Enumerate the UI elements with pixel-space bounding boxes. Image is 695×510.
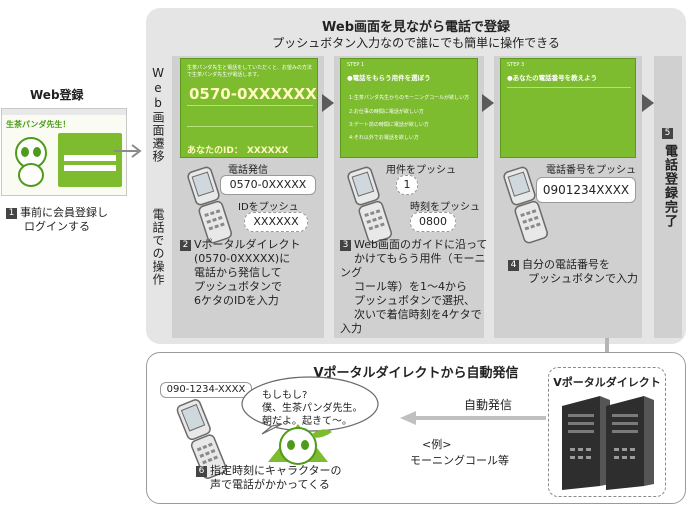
step4-number: 4 <box>508 260 519 271</box>
flip-phone-icon <box>176 399 227 479</box>
request-item[interactable]: 3:デート前の時間に電話が欲しい方 <box>349 122 429 128</box>
server-label: Vポータルダイレクト <box>553 376 661 389</box>
step4-line: プッシュボタンで入力 <box>528 272 638 285</box>
phone-number-screen: STEP 3 ●あなたの電話番号を教えよう <box>500 58 636 158</box>
site-header-bar <box>2 109 126 115</box>
step3-line: かけてもらう用件（モーニング <box>340 252 486 279</box>
website-thumbnail: 生茶パンダ先生！ <box>1 108 127 196</box>
step2-line: 6ケタのIDを入力 <box>194 294 279 307</box>
bottom-panel-title: Vポータルダイレクトから自動発信 <box>313 366 519 381</box>
phone-screen-step: STEP 3 <box>507 62 525 68</box>
phone-push-label: 電話番号をプッシュ <box>546 165 636 176</box>
phone-value-bubble: 0901234XXXX <box>536 177 636 203</box>
step1-line1: 事前に会員登録し <box>20 206 108 219</box>
server-icon <box>562 396 654 490</box>
step5-column <box>654 56 682 338</box>
step3-line: コール等）を1〜4から <box>354 280 467 293</box>
request-item[interactable]: 4:それ以外でお電話を欲しい方 <box>349 135 419 141</box>
request-item[interactable]: 2:お仕事の時間に電話が欲しい方 <box>349 109 424 115</box>
id-screen: 生茶パンダ先生と電話をしていただくと、お望みの方法で生茶パンダ先生が電話します。… <box>180 58 318 158</box>
step2-line: Vポータルダイレクト <box>194 238 301 251</box>
caller-number-bubble: 090-1234-XXXX <box>160 382 252 398</box>
example-label: <例> <box>422 438 452 451</box>
step5-number: 5 <box>662 128 673 139</box>
panda-character-icon <box>268 424 332 465</box>
time-value-bubble: 0800 <box>410 212 456 232</box>
step2-line: (0570-0XXXXX)に <box>194 252 291 265</box>
panda-mascot-icon <box>15 137 47 187</box>
speech-bubble-icon <box>241 376 379 435</box>
password-field[interactable] <box>64 165 116 171</box>
id-value-bubble: XXXXXX <box>244 212 308 232</box>
request-screen: STEP 1 ●電話をもらう用件を選ぼう 1:生茶パンダ先生からのモーニングコー… <box>340 58 478 158</box>
arrow-screen3-to-5 <box>642 94 654 112</box>
request-push-label: 用件をプッシュ <box>386 165 456 176</box>
speech-line: もしもし? <box>262 390 308 401</box>
step2-number: 2 <box>180 240 191 251</box>
step3-line: Web画面のガイドに沿って <box>354 238 488 251</box>
id-screen-id-label: あなたのID： <box>187 146 243 156</box>
request-screen-heading: ●電話をもらう用件を選ぼう <box>347 74 431 82</box>
phone-screen-heading: ●あなたの電話番号を教えよう <box>507 74 598 82</box>
call-label: 電話発信 <box>228 165 268 176</box>
login-form-box[interactable] <box>58 133 122 187</box>
step3-line: 次いで着信時刻を4ケタで入力 <box>340 308 482 335</box>
step1-number: 1 <box>6 208 17 219</box>
arrow-screen1-to-2 <box>322 94 334 112</box>
flip-phone-icon <box>187 166 232 244</box>
step6-number: 6 <box>196 466 207 477</box>
web-transition-label: Web画面遷移 <box>151 66 165 163</box>
step4-line: 自分の電話番号を <box>522 258 610 271</box>
step3-line: プッシュボタンで選択、 <box>354 294 475 307</box>
arrow-screen2-to-3 <box>482 94 494 112</box>
login-field[interactable] <box>64 155 116 161</box>
flip-phone-icon <box>503 166 548 244</box>
example-text: モーニングコール等 <box>410 454 509 467</box>
phone-registration-complete-label: 電話登録完了 <box>662 144 677 228</box>
step2-line: 電話から発信して <box>194 266 282 279</box>
speech-line: 朝だよ。起きて〜。 <box>262 416 352 427</box>
time-push-label: 時刻をプッシュ <box>410 202 480 213</box>
step2-line: プッシュボタンで <box>194 280 282 293</box>
id-screen-intro: 生茶パンダ先生と電話をしていただくと、お望みの方法で生茶パンダ先生が電話します。 <box>187 65 312 78</box>
step1-line2: ログインする <box>24 220 90 233</box>
phone-screen-body <box>507 87 631 151</box>
speech-line: 僕、生茶パンダ先生。 <box>262 403 363 414</box>
step6-line: 声で電話がかかってくる <box>210 478 330 491</box>
auto-call-label: 自動発信 <box>464 398 513 412</box>
id-screen-id-row: あなたのID：XXXXXX <box>187 143 313 156</box>
flip-phone-icon <box>347 166 392 244</box>
step6-line: 指定時刻にキャラクターの <box>210 464 342 477</box>
id-screen-number: 0570-0XXXXXX <box>189 85 317 103</box>
id-screen-body <box>187 105 313 127</box>
request-item[interactable]: 1:生茶パンダ先生からのモーニングコールが欲しい方 <box>349 95 470 101</box>
request-screen-step: STEP 1 <box>347 62 365 68</box>
site-title: 生茶パンダ先生！ <box>6 120 71 129</box>
request-value-bubble: 1 <box>396 175 418 195</box>
phone-operation-label: 電話での操作 <box>151 208 165 286</box>
top-panel-subtitle: プッシュボタン入力なので誰にでも簡単に操作できる <box>272 36 560 50</box>
call-number-bubble: 0570-0XXXXX <box>220 175 316 195</box>
top-panel-title: Web画面を見ながら電話で登録 <box>322 20 510 35</box>
web-registration-heading: Web登録 <box>30 88 84 102</box>
left-to-panel-arrow-icon <box>114 144 142 158</box>
id-screen-id-value: XXXXXX <box>246 146 289 156</box>
auto-call-arrow-icon <box>400 411 546 425</box>
id-push-label: IDをプッシュ <box>238 202 299 213</box>
step3-number: 3 <box>340 240 351 251</box>
